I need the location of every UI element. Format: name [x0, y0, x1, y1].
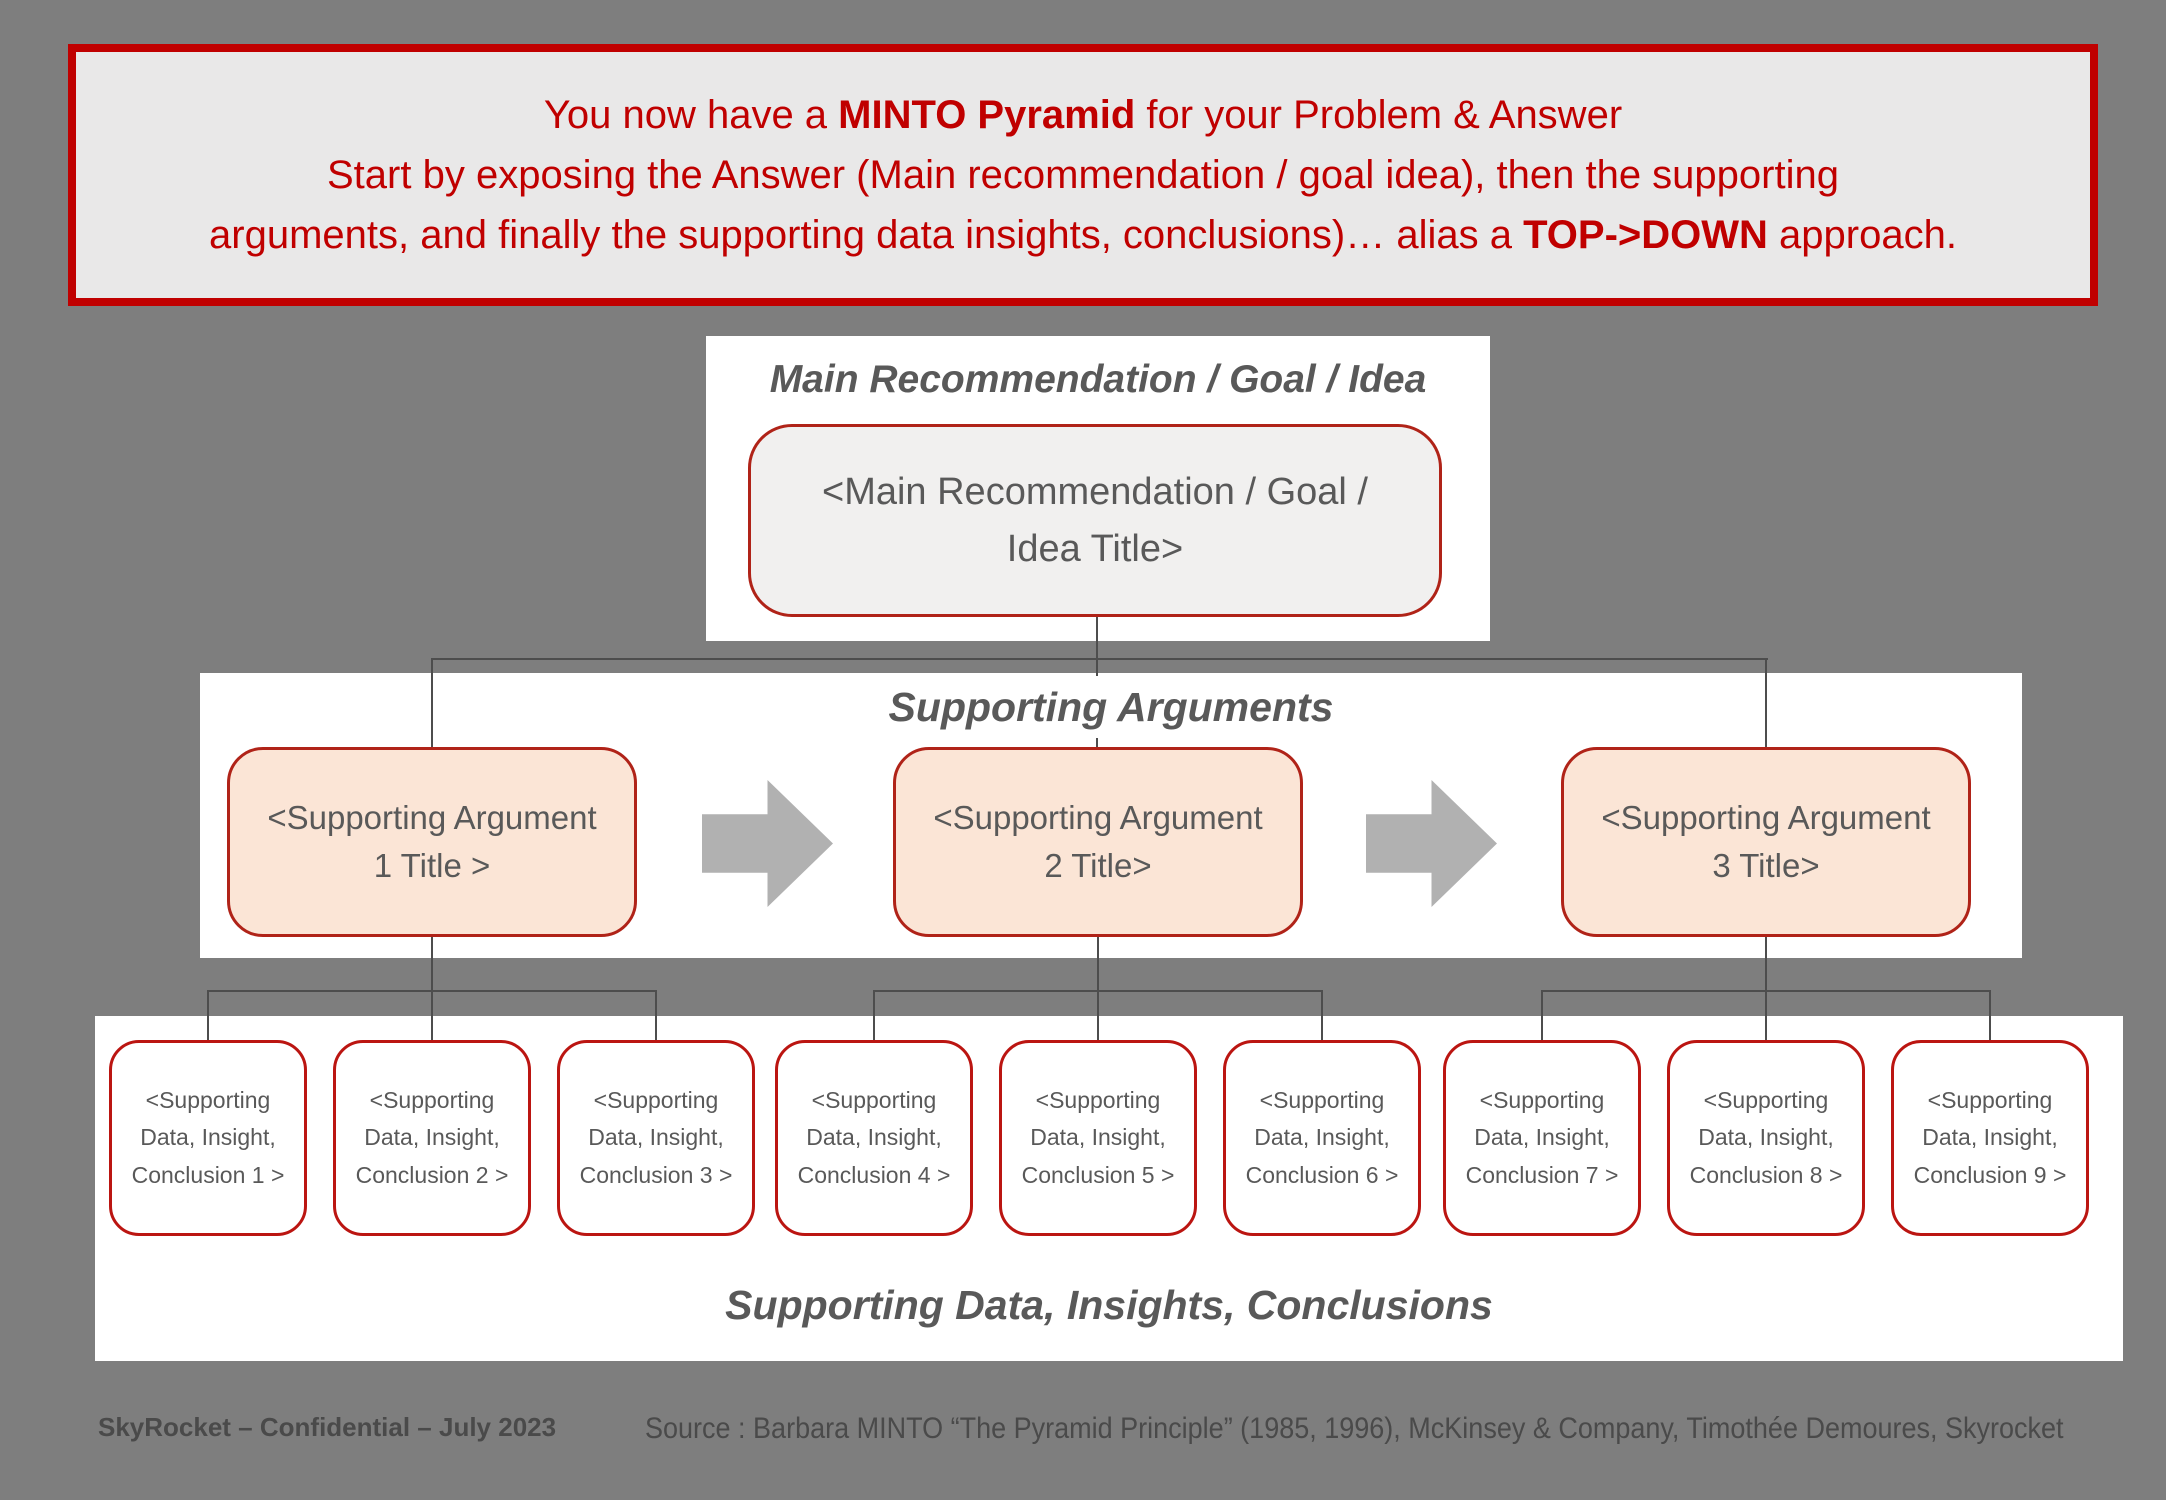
connector-drop-arg3: [1765, 658, 1767, 748]
main-recommendation-box: <Main Recommendation / Goal / Idea Title…: [748, 424, 1442, 617]
data-box-3: <Supporting Data, Insight, Conclusion 3 …: [557, 1040, 755, 1236]
data-box-4: <Supporting Data, Insight, Conclusion 4 …: [775, 1040, 973, 1236]
data-box-1: <Supporting Data, Insight, Conclusion 1 …: [109, 1040, 307, 1236]
data-box-9: <Supporting Data, Insight, Conclusion 9 …: [1891, 1040, 2089, 1236]
data-box-7: <Supporting Data, Insight, Conclusion 7 …: [1443, 1040, 1641, 1236]
data-box-6: <Supporting Data, Insight, Conclusion 6 …: [1223, 1040, 1421, 1236]
connector-group3-horizontal: [1541, 990, 1991, 992]
banner-line-1: You now have a MINTO Pyramid for your Pr…: [76, 85, 2090, 145]
banner-line-3: arguments, and finally the supporting da…: [76, 205, 2090, 265]
connector-arg1-vertical: [431, 936, 433, 1041]
connector-group1-horizontal: [207, 990, 657, 992]
title-banner: You now have a MINTO Pyramid for your Pr…: [68, 44, 2098, 306]
connector-arg2-vertical: [1097, 936, 1099, 1041]
banner-line1-bold: MINTO Pyramid: [838, 93, 1136, 137]
connector-drop-arg1: [431, 658, 433, 748]
data-box-8: <Supporting Data, Insight, Conclusion 8 …: [1667, 1040, 1865, 1236]
banner-line3-pre: arguments, and finally the supporting da…: [209, 213, 1524, 257]
arguments-section-header: Supporting Arguments: [761, 676, 1461, 738]
connector-drop-child4: [873, 990, 875, 1041]
data-box-2: <Supporting Data, Insight, Conclusion 2 …: [333, 1040, 531, 1236]
banner-line1-post: for your Problem & Answer: [1135, 93, 1623, 137]
connector-arg3-vertical: [1765, 936, 1767, 1041]
data-box-5: <Supporting Data, Insight, Conclusion 5 …: [999, 1040, 1197, 1236]
footer-confidential-label: SkyRocket – Confidential – July 2023: [98, 1412, 557, 1442]
connector-drop-child1: [207, 990, 209, 1041]
connector-drop-child6: [1321, 990, 1323, 1041]
footer-source-label: Source : Barbara MINTO “The Pyramid Prin…: [645, 1412, 2064, 1445]
argument-box-1: <Supporting Argument 1 Title >: [227, 747, 637, 937]
banner-line3-post: approach.: [1767, 213, 1957, 257]
connector-drop-child9: [1989, 990, 1991, 1041]
argument-box-2: <Supporting Argument 2 Title>: [893, 747, 1303, 937]
main-section-header: Main Recommendation / Goal / Idea: [769, 358, 1427, 401]
banner-line3-bold: TOP->DOWN: [1523, 213, 1768, 257]
connector-drop-child3: [655, 990, 657, 1041]
connector-group2-horizontal: [873, 990, 1323, 992]
banner-line1-pre: You now have a: [543, 93, 839, 137]
connector-drop-child7: [1541, 990, 1543, 1041]
data-section-caption: Supporting Data, Insights, Conclusions: [725, 1282, 1493, 1328]
banner-line-2: Start by exposing the Answer (Main recom…: [327, 153, 1839, 197]
argument-box-3: <Supporting Argument 3 Title>: [1561, 747, 1971, 937]
connector-top-horizontal: [431, 658, 1768, 660]
